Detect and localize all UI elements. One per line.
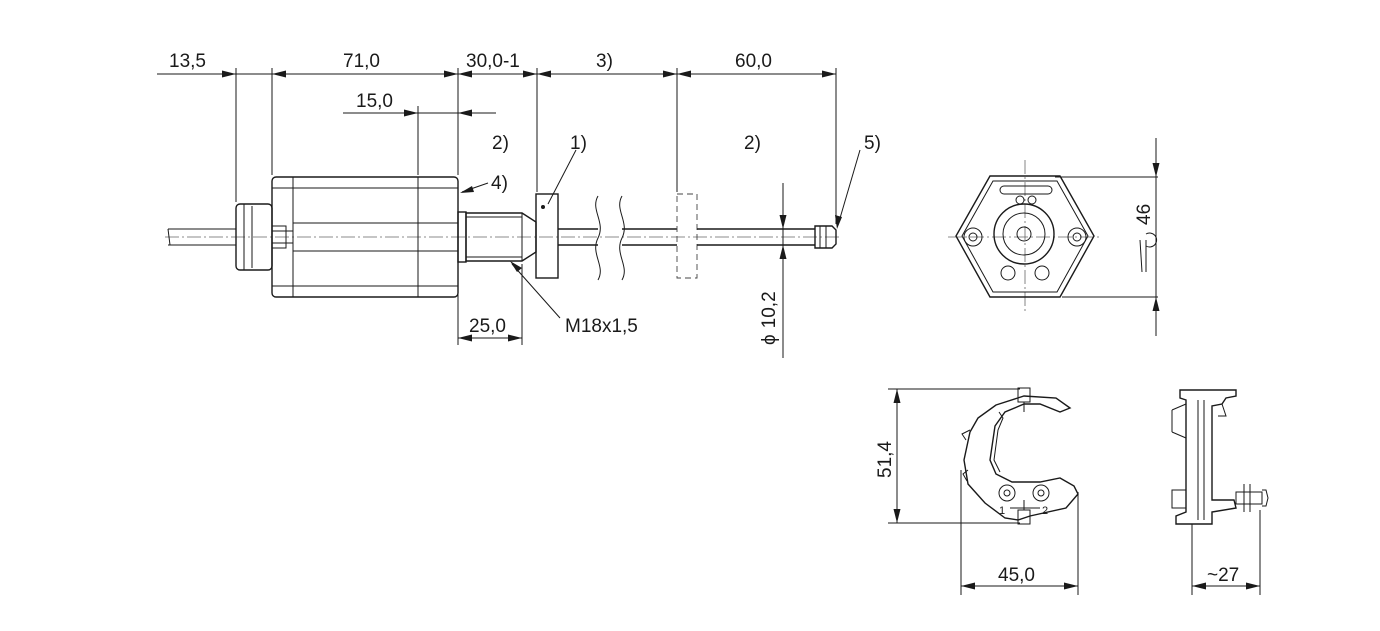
dim-13-5-label: 13,5	[169, 51, 206, 72]
rod-diameter-dimension	[779, 183, 787, 358]
diameter-symbol: ϕ	[759, 334, 780, 345]
dim-3-label: 3)	[596, 51, 613, 72]
wrench-size-label: 46	[1134, 204, 1155, 225]
clip-height-label: 51,4	[875, 441, 896, 478]
mounting-clip-front-view	[888, 387, 1079, 595]
callout-2-left: 2)	[492, 133, 509, 154]
callout-5: 5)	[864, 133, 881, 154]
dim-15-0-label: 15,0	[356, 91, 393, 112]
leader-lines	[460, 149, 861, 319]
transducer-side-view	[165, 176, 840, 298]
pin-1-label: 1	[999, 505, 1005, 517]
clip-depth-label: ~27	[1207, 565, 1239, 586]
transducer-end-view	[948, 138, 1160, 336]
callout-2-right: 2)	[744, 133, 761, 154]
pin-2-label: 2	[1042, 505, 1048, 517]
dim-25-0-label: 25,0	[469, 316, 506, 337]
dim-30-0-1-label: 30,0-1	[466, 51, 520, 72]
thread-spec-label: M18x1,5	[565, 316, 638, 337]
clip-width-label: 45,0	[998, 565, 1035, 586]
mounting-clip-side-view	[1171, 389, 1269, 595]
dim-71-0-label: 71,0	[343, 51, 380, 72]
top-dimension-chain	[157, 68, 837, 224]
callout-1: 1)	[570, 133, 587, 154]
thread-length-dimension	[457, 264, 523, 345]
diameter-value: 10,2	[759, 291, 780, 328]
callout-4: 4)	[491, 173, 508, 194]
diameter-label: ϕ 10,2	[759, 291, 780, 345]
dim-60-0-label: 60,0	[735, 51, 772, 72]
